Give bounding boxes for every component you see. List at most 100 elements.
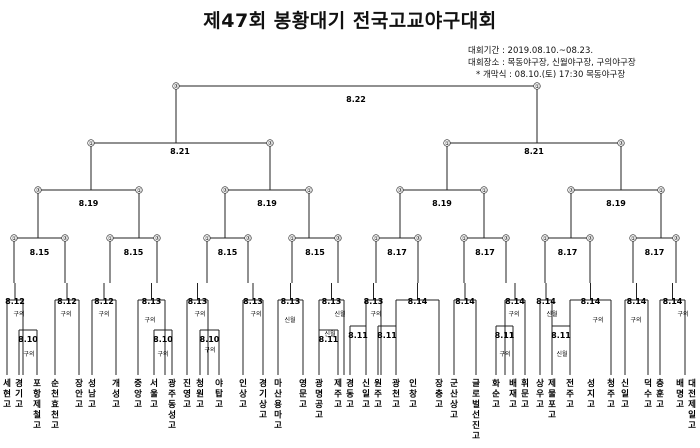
team-name-char: 천 (392, 389, 400, 400)
field-mark-circle (334, 234, 342, 242)
match-date: 8.13 (243, 297, 263, 306)
field-mark-circle (288, 234, 296, 242)
team-name-char: 울 (150, 389, 158, 400)
team-name-char: 앙 (134, 389, 142, 400)
field-mark-circle (672, 234, 680, 242)
match-date: 8.19 (432, 199, 452, 208)
field-mark-circle (586, 234, 594, 242)
team-name-char: 진 (472, 420, 480, 431)
team-name-char: 고 (33, 421, 41, 431)
field-mark-circle (153, 234, 161, 242)
team-name-char: 재 (509, 389, 517, 400)
team-name-char: 광 (315, 378, 323, 389)
field-mark-number: ① (445, 141, 450, 147)
team-name-char: 주 (566, 390, 574, 400)
team-name-char: 고 (644, 400, 652, 410)
team-name-char: 고 (183, 400, 191, 410)
venue-label: 구의 (157, 350, 168, 358)
team-name-char: 안 (75, 389, 83, 400)
team-name-char: 서 (150, 378, 158, 389)
field-mark-number: ① (535, 84, 540, 90)
field-mark: ③ (244, 234, 252, 242)
field-mark-circle (61, 234, 69, 242)
team-name-char: 성 (112, 389, 120, 400)
team-name-char: 산 (450, 389, 458, 400)
field-mark: ① (629, 234, 637, 242)
team-name-char: 철 (33, 410, 41, 421)
venue-label: 신월 (324, 330, 335, 338)
venue-label: 신월 (546, 310, 557, 318)
team-name-char: 성 (587, 378, 595, 389)
venue-label: 구의 (630, 316, 641, 324)
team-name-char: 천 (51, 389, 59, 400)
team-name-char: 개 (112, 378, 120, 389)
field-mark-circle (414, 234, 422, 242)
field-mark-number: ① (631, 236, 636, 242)
venue-label: 신월 (556, 350, 567, 358)
team-name-char: 고 (112, 400, 120, 410)
match-date: 8.19 (79, 199, 99, 208)
team-name-char: 고 (134, 400, 142, 410)
venue-label: 구의 (508, 310, 519, 318)
team-name-char: 광 (392, 378, 400, 389)
field-mark-number: ③ (569, 188, 574, 194)
team-name-char: 고 (492, 400, 500, 410)
team-name-char: 고 (472, 432, 480, 442)
team-name-char: 고 (150, 400, 158, 410)
team-name-char: 주 (168, 390, 176, 400)
team-name-char: 천 (51, 410, 59, 421)
team-name-char: 청 (607, 378, 615, 389)
team-name-char: 고 (88, 400, 96, 410)
team-name-char: 고 (196, 400, 204, 410)
field-mark: ③ (502, 234, 510, 242)
field-mark-circle (657, 186, 665, 194)
team-name-char: 원 (196, 389, 204, 400)
team-name-char: 대 (688, 378, 696, 389)
team-name-char: 상 (239, 389, 247, 400)
team-name-char: 고 (168, 421, 176, 431)
field-mark-circle (533, 82, 541, 90)
field-mark: ③ (617, 139, 625, 147)
field-mark-circle (10, 234, 18, 242)
venue-label: 구의 (60, 310, 71, 318)
field-mark: ① (443, 139, 451, 147)
team-name-char: 우 (536, 390, 544, 400)
field-mark-number: ③ (336, 236, 341, 242)
field-mark-circle (396, 186, 404, 194)
venue-label: 구의 (144, 316, 155, 324)
field-mark: ① (106, 234, 114, 242)
field-mark-number: ③ (36, 188, 41, 194)
match-date: 8.13 (281, 297, 301, 306)
team-name-char: 일 (688, 410, 696, 421)
field-mark-number: ① (482, 188, 487, 194)
field-mark-number: ① (462, 236, 467, 242)
team-name-char: 고 (536, 400, 544, 410)
team-name-char: 세 (3, 378, 11, 389)
field-mark: ① (87, 139, 95, 147)
team-name-char: 명 (315, 389, 323, 400)
field-mark-number: ③ (223, 188, 228, 194)
team-name-char: 로 (472, 390, 480, 400)
field-mark-circle (443, 139, 451, 147)
field-mark: ① (135, 186, 143, 194)
final-date: 8.22 (346, 95, 366, 104)
field-mark-number: ③ (63, 236, 68, 242)
opening-ceremony: * 개막식 : 08.10.(토) 17:30 목동야구장 (476, 70, 626, 80)
field-mark-circle (34, 186, 42, 194)
team-name-char: 순 (492, 389, 500, 400)
venue-label: 신월 (284, 316, 295, 324)
team-name-char: 글 (472, 379, 480, 389)
match-date: 8.15 (124, 248, 144, 257)
team-name-char: 장 (75, 378, 83, 389)
